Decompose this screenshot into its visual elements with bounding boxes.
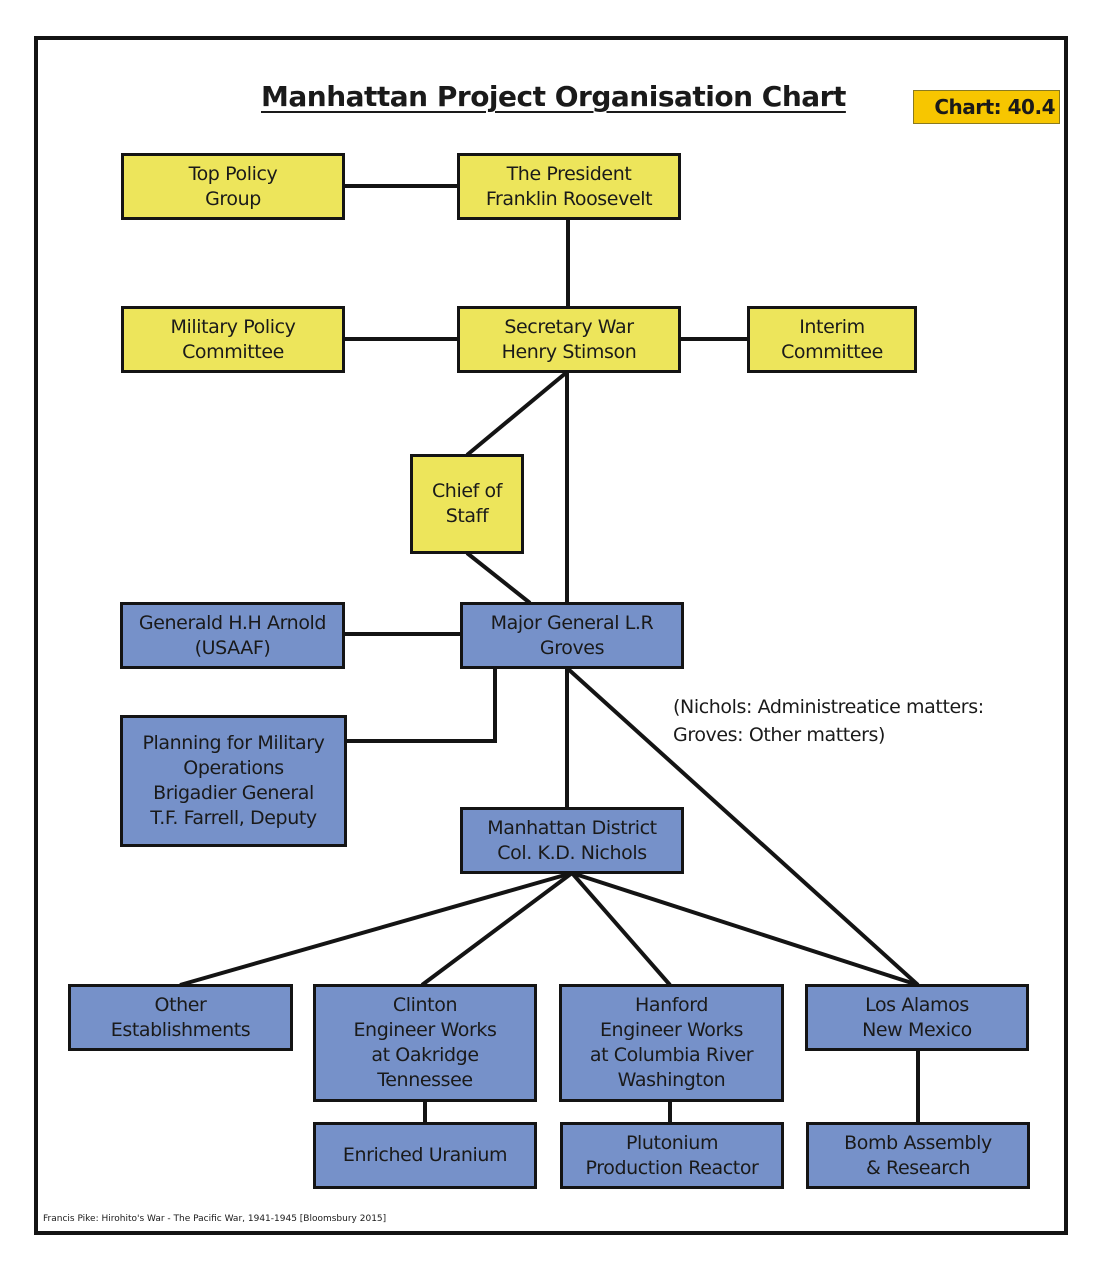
node-label-line: Henry Stimson — [501, 340, 637, 363]
edge-groves-los-alamos — [565, 666, 920, 987]
node-hanford-engineer-works: Hanford Engineer Works at Columbia River… — [559, 984, 784, 1102]
node-label-line: Manhattan District — [487, 816, 657, 839]
node-label-line: Planning for Military — [142, 732, 325, 754]
source-citation: Francis Pike: Hirohito's War - The Pacif… — [43, 1214, 387, 1224]
node-president: The President Franklin Roosevelt — [457, 153, 681, 220]
node-label-line: Generald H.H Arnold — [138, 611, 327, 634]
node-enriched-uranium: Enriched Uranium — [313, 1122, 537, 1189]
node-military-policy-committee: Military Policy Committee — [121, 306, 345, 373]
node-plutonium-production-reactor: Plutonium Production Reactor — [560, 1122, 784, 1189]
node-label-line: T.F. Farrell, Deputy — [150, 807, 317, 829]
node-manhattan-district: Manhattan District Col. K.D. Nichols — [460, 807, 684, 874]
node-label-line: & Research — [865, 1156, 970, 1179]
edge-manhattan-district-clinton — [420, 871, 574, 987]
node-label-line: Washington — [617, 1069, 726, 1091]
edge-chief-of-staff-groves — [465, 551, 532, 605]
node-label-line: Tennessee — [377, 1069, 473, 1091]
chart-frame — [34, 36, 1068, 1235]
node-label-line: The President — [506, 162, 632, 185]
edge-groves-planning — [346, 668, 497, 743]
node-label-line: Groves — [539, 636, 605, 659]
node-groves: Major General L.R Groves — [460, 602, 684, 669]
node-interim-committee: Interim Committee — [747, 306, 917, 373]
node-label-line: Engineer Works — [353, 1019, 497, 1041]
annotation-line: Groves: Other matters) — [673, 724, 886, 746]
node-label-line: Plutonium — [625, 1131, 719, 1154]
node-bomb-assembly-research: Bomb Assembly & Research — [806, 1122, 1030, 1189]
chart-number-badge: Chart: 40.4 — [913, 90, 1060, 124]
node-label-line: Clinton — [392, 994, 458, 1016]
node-label-line: Major General L.R — [490, 611, 654, 634]
node-label-line: Interim — [799, 315, 865, 338]
chart-title: Manhattan Project Organisation Chart — [261, 80, 846, 113]
annotation-line: (Nichols: Administreatice matters: — [673, 696, 984, 718]
node-top-policy-group: Top Policy Group — [121, 153, 345, 220]
node-label-line: Production Reactor — [585, 1156, 759, 1179]
node-clinton-engineer-works: Clinton Engineer Works at Oakridge Tenne… — [313, 984, 537, 1102]
node-label-line: Bomb Assembly — [844, 1131, 992, 1154]
node-label-line: Committee — [182, 340, 284, 363]
annotation-note: (Nichols: Administreatice matters: Grove… — [673, 693, 984, 749]
node-label-line: Staff — [445, 505, 489, 527]
node-label-line: Engineer Works — [599, 1019, 744, 1041]
node-label-line: Hanford — [634, 994, 709, 1016]
node-label-line: Group — [205, 187, 261, 210]
edge-manhattan-district-hanford — [570, 871, 672, 987]
edge-manhattan-district-los-alamos — [571, 871, 919, 987]
node-other-establishments: Other Establishments — [68, 984, 293, 1051]
node-label-line: New Mexico — [862, 1018, 972, 1041]
node-arnold: Generald H.H Arnold (USAAF) — [120, 602, 345, 669]
node-label-line: (USAAF) — [194, 636, 271, 659]
node-label-line: Operations — [183, 757, 284, 779]
node-label-line: Franklin Roosevelt — [485, 187, 653, 210]
node-label-line: Enriched Uranium — [342, 1144, 508, 1166]
edge-secretary-war-chief-of-staff — [465, 370, 569, 457]
node-label-line: Military Policy — [170, 315, 296, 338]
node-label-line: Secretary War — [504, 315, 634, 338]
node-label-line: Chief of — [431, 480, 503, 502]
node-label-line: Col. K.D. Nichols — [497, 841, 647, 864]
node-label-line: Other — [154, 993, 207, 1016]
node-planning-military-operations: Planning for Military Operations Brigadi… — [120, 715, 347, 847]
node-los-alamos: Los Alamos New Mexico — [805, 984, 1029, 1051]
node-label-line: Los Alamos — [865, 993, 969, 1016]
node-label-line: Committee — [781, 340, 883, 363]
node-secretary-war: Secretary War Henry Stimson — [457, 306, 681, 373]
edge-manhattan-district-other — [179, 871, 573, 987]
node-label-line: at Oakridge — [371, 1044, 479, 1066]
node-label-line: Establishments — [110, 1018, 251, 1041]
node-label-line: Brigadier General — [153, 782, 314, 804]
node-label-line: at Columbia River — [589, 1044, 754, 1066]
node-label-line: Top Policy — [188, 162, 278, 185]
node-chief-of-staff: Chief of Staff — [410, 454, 524, 554]
